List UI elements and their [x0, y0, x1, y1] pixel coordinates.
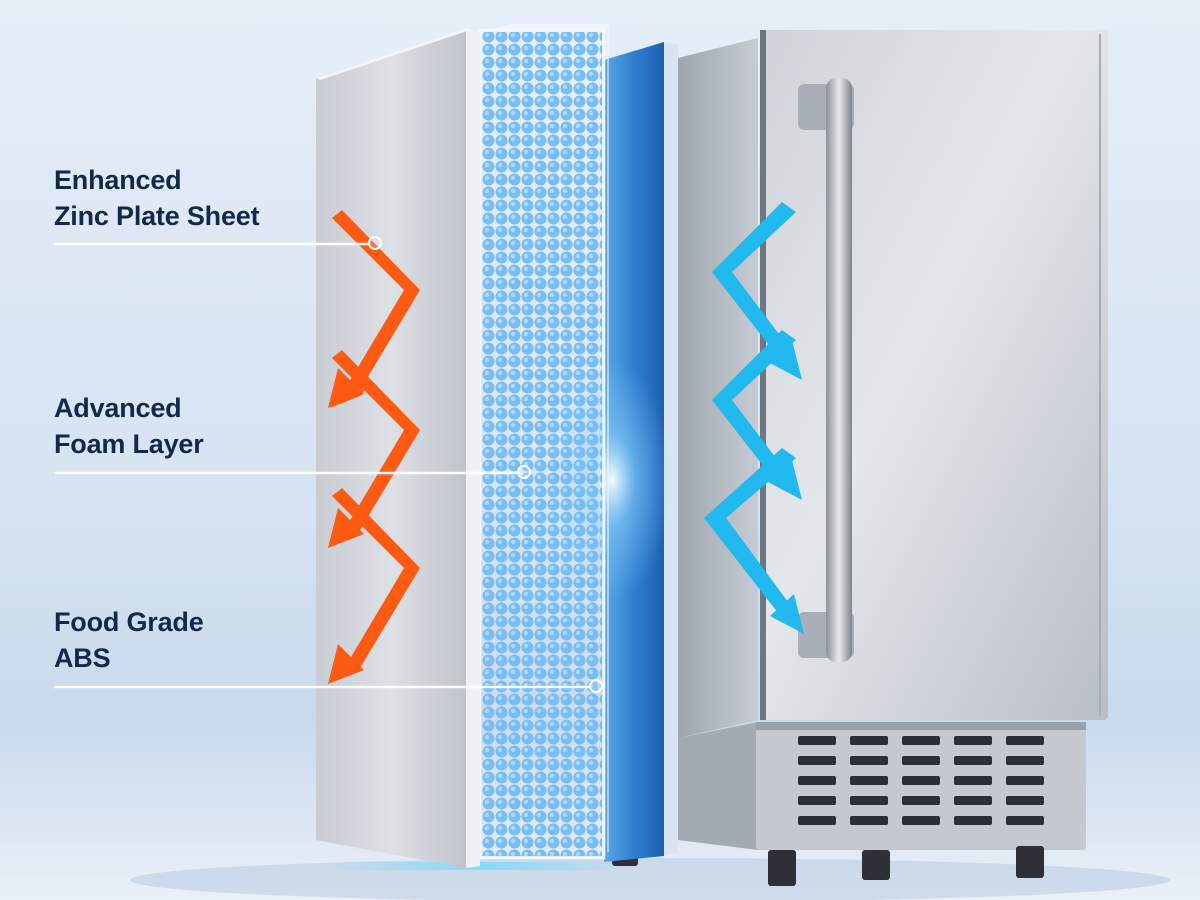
leader-line-foam-layer: [54, 472, 520, 474]
leader-line-food-grade-abs: [54, 686, 590, 688]
callout-line2: Zinc Plate Sheet: [54, 201, 260, 231]
callout-line2: ABS: [54, 643, 111, 673]
marker-dot-foam-layer: [517, 465, 531, 479]
foam-layer: [478, 23, 609, 860]
blue-zigzag-arrow-icon: [704, 202, 804, 634]
refrigerator-body: [612, 30, 1108, 886]
callout-zinc-plate: Enhanced Zinc Plate Sheet: [54, 162, 260, 234]
marker-dot-food-grade-abs: [589, 679, 603, 693]
callout-line1: Food Grade: [54, 607, 204, 637]
callout-line2: Foam Layer: [54, 429, 204, 459]
callout-foam-layer: Advanced Foam Layer: [54, 390, 204, 462]
callout-line1: Advanced: [54, 393, 182, 423]
leader-line-zinc-plate: [54, 243, 370, 245]
vent-grille: [798, 736, 1044, 825]
callout-food-grade-abs: Food Grade ABS: [54, 604, 204, 676]
marker-dot-zinc-plate: [368, 236, 382, 250]
callout-line1: Enhanced: [54, 165, 182, 195]
